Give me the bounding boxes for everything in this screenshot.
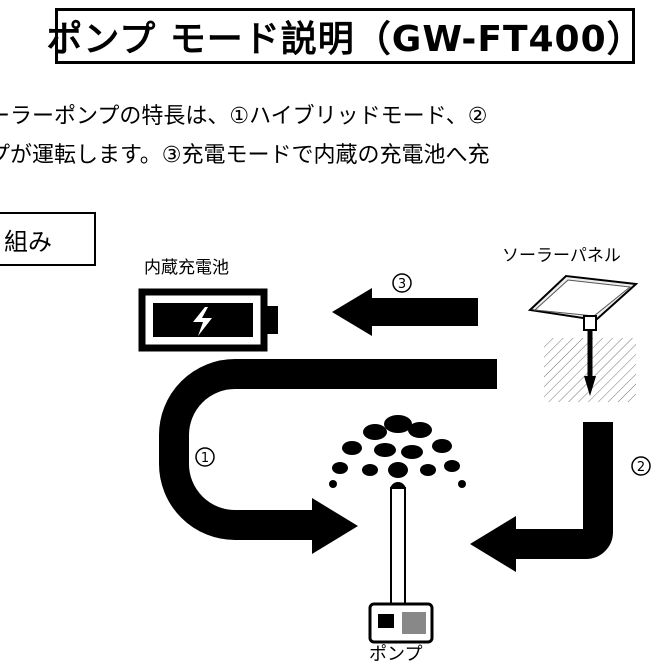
section-heading-text: 組み [4,227,52,256]
solar-panel-label: ソーラーパネル [502,246,621,266]
route-2-arrow [470,422,613,572]
intro-line-2: プが運転します。③充電モードで内蔵の充電池へ充 [0,143,490,168]
route-1-arrow [159,359,497,554]
pump-label: ポンプ [369,644,423,665]
battery-icon [138,288,278,352]
intro-line-1: ーラーポンプの特長は、①ハイブリッドモード、② [0,104,488,129]
battery-label: 内蔵充電池 [144,258,229,278]
route-2-marker: 2 [631,456,651,476]
route-3-number: 3 [398,277,406,292]
fountain-spray [329,415,466,498]
route-2-number: 2 [637,460,645,475]
route-1-marker: 1 [195,447,215,467]
page-title: ポンプ モード説明（GW-FT400） [46,8,643,64]
solar-panel-icon [527,274,639,402]
section-heading: 組み [0,212,96,266]
route-1-number: 1 [201,451,209,466]
route-3-marker: 3 [392,273,412,293]
pump-icon [329,415,466,644]
route-3-arrow [332,288,478,336]
page-title-text: ポンプ モード説明（GW-FT400） [46,19,644,60]
